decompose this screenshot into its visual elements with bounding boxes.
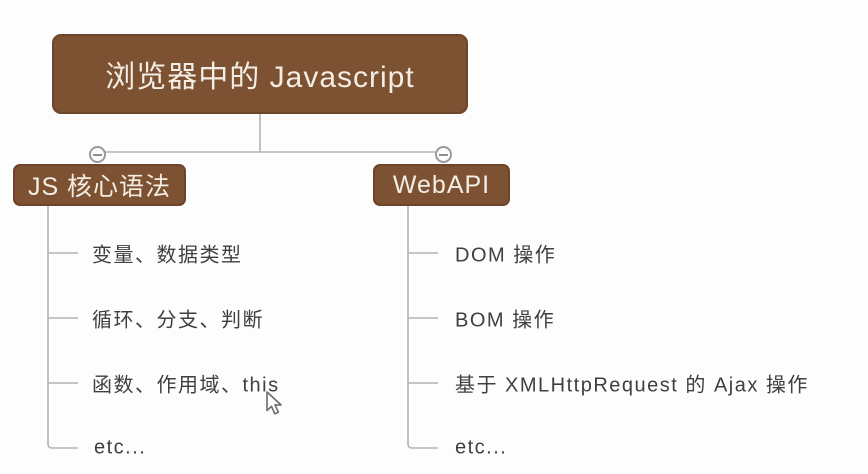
collapse-button-js-core[interactable] [89,146,106,163]
leaf-node[interactable]: BOM 操作 [455,309,556,332]
leaf-node[interactable]: etc... [94,436,147,459]
minus-icon [439,153,448,156]
leaf-node[interactable]: etc... [455,436,508,459]
leaf-node[interactable]: 函数、作用域、this [92,374,280,397]
leaf-node[interactable]: DOM 操作 [455,244,557,267]
leaf-node[interactable]: 变量、数据类型 [92,244,243,267]
root-node[interactable]: 浏览器中的 Javascript [52,34,468,114]
leaf-node[interactable]: 循环、分支、判断 [92,309,264,332]
branch-node-webapi[interactable]: WebAPI [373,164,510,206]
collapse-button-webapi[interactable] [435,146,452,163]
arrow-cursor-icon [266,391,282,415]
leaf-node[interactable]: 基于 XMLHttpRequest 的 Ajax 操作 [455,374,809,397]
branch-node-js-core[interactable]: JS 核心语法 [13,164,186,206]
minus-icon [93,153,102,156]
